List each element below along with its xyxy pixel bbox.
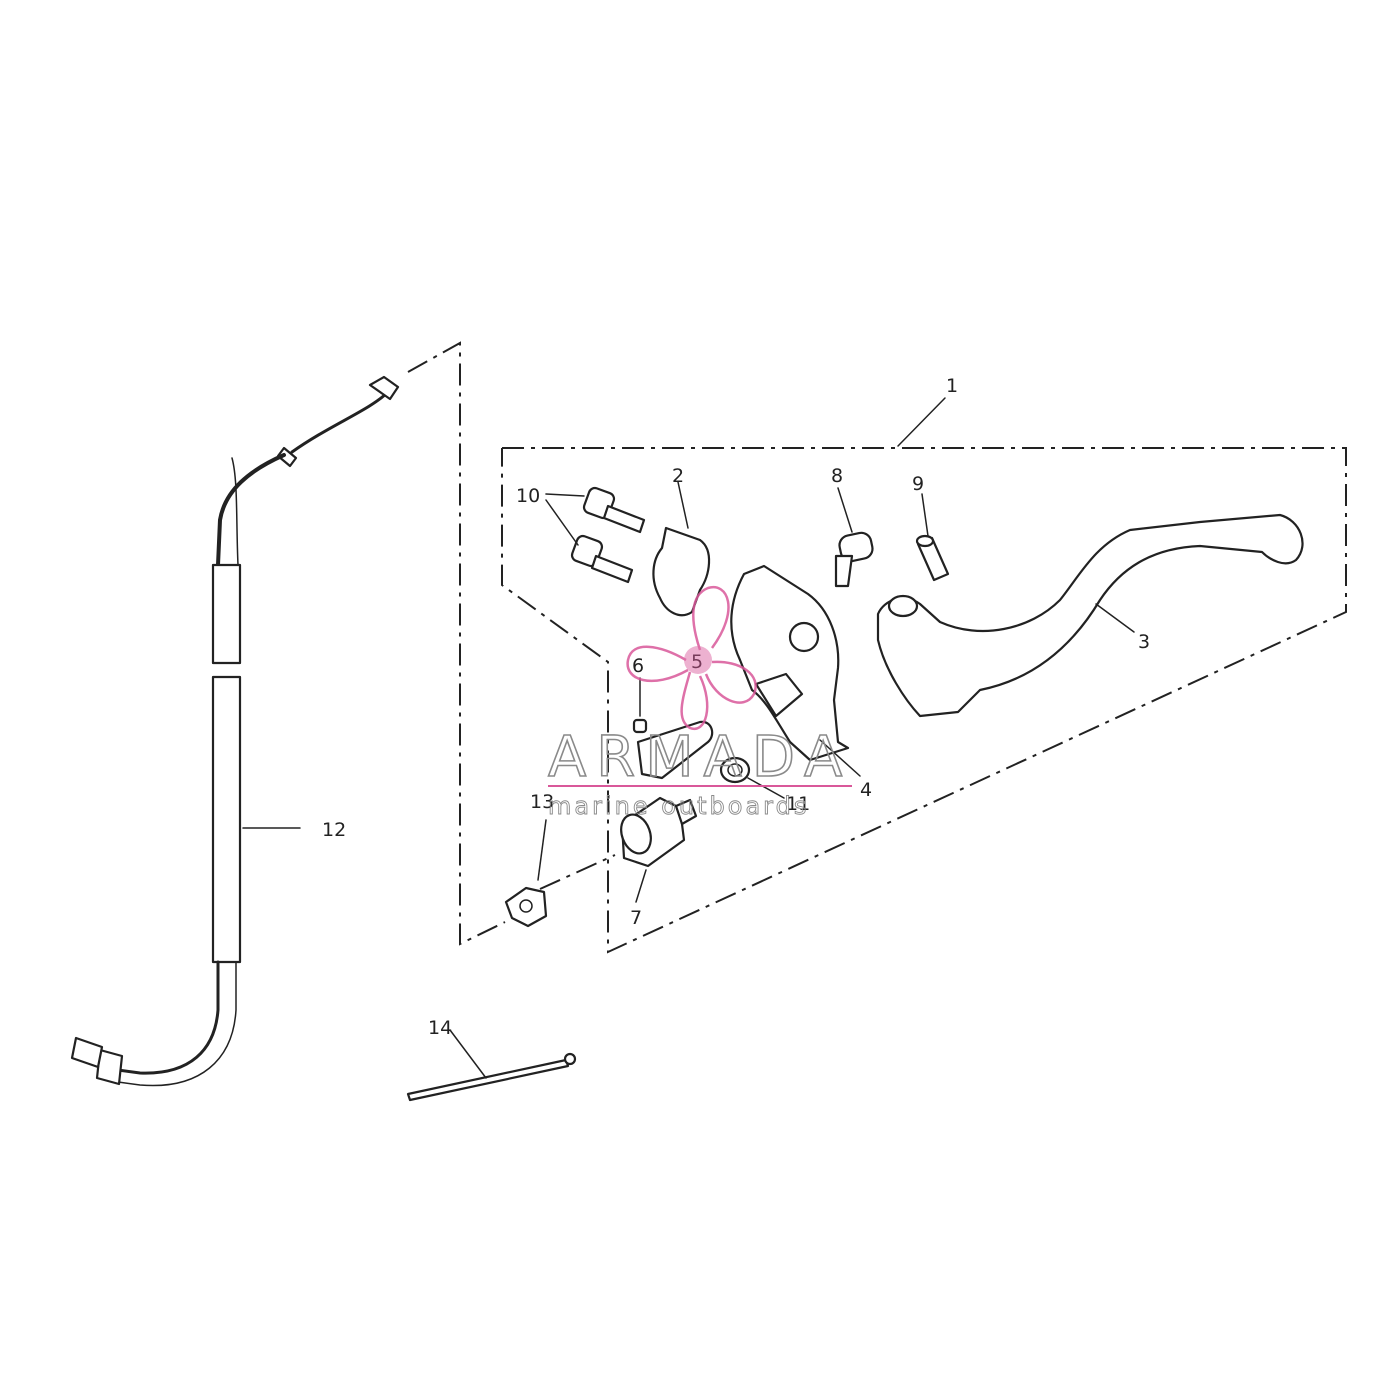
callout-12: 12 <box>322 819 346 841</box>
bolt-upper <box>582 486 646 534</box>
callout-5: 5 <box>691 651 703 673</box>
callout-6: 6 <box>632 655 644 677</box>
cable-sleeve-upper <box>211 563 242 665</box>
leader-2 <box>677 481 689 529</box>
leader-3 <box>1095 603 1135 633</box>
cable-end-fitting <box>504 886 548 928</box>
leader-4 <box>819 739 861 777</box>
cable-adjuster-nut <box>95 1048 124 1086</box>
pivot-bolt <box>834 531 874 588</box>
handlebar-clamp <box>652 526 711 617</box>
lever-bracket <box>730 564 850 762</box>
bolt-lower <box>570 534 634 584</box>
leader-8 <box>837 487 853 533</box>
callout-2: 2 <box>672 465 684 487</box>
locknut <box>719 756 751 784</box>
watermark-subtitle: marine outboards <box>548 792 809 820</box>
leader-9 <box>921 493 929 537</box>
leader-13 <box>537 819 547 881</box>
watermark-title: ARMADA <box>548 725 852 790</box>
cable-boundary <box>407 341 506 946</box>
cable-adjuster <box>620 796 698 868</box>
leader-11 <box>747 777 785 799</box>
callout-14: 14 <box>428 1017 452 1039</box>
callout-8: 8 <box>831 465 843 487</box>
callout-11: 11 <box>786 793 810 815</box>
clutch-cable <box>70 375 400 1087</box>
cable-sleeve-lower <box>211 675 242 964</box>
assembly-boundary <box>501 447 1347 954</box>
switch-plate <box>636 720 714 780</box>
cable-end-nipple <box>368 375 400 401</box>
bracket-clamp-bolt <box>754 672 804 718</box>
callout-3: 3 <box>1138 631 1150 653</box>
callout-7: 7 <box>630 907 642 929</box>
leader-7 <box>635 869 647 903</box>
cable-tie <box>406 1052 577 1102</box>
lever-pivot-hole <box>887 594 919 618</box>
small-pin <box>632 718 648 734</box>
bracket-pivot-hole <box>788 621 820 653</box>
leader-14 <box>449 1029 487 1079</box>
callout-10: 10 <box>516 485 540 507</box>
clutch-lever <box>876 513 1304 718</box>
callout-1: 1 <box>946 375 958 397</box>
callout-13: 13 <box>530 791 554 813</box>
propeller-logo-icon <box>626 585 757 731</box>
callout-4: 4 <box>860 779 872 801</box>
leader-1 <box>897 397 946 447</box>
callout-9: 9 <box>912 473 924 495</box>
axis-line-13 <box>539 854 616 890</box>
